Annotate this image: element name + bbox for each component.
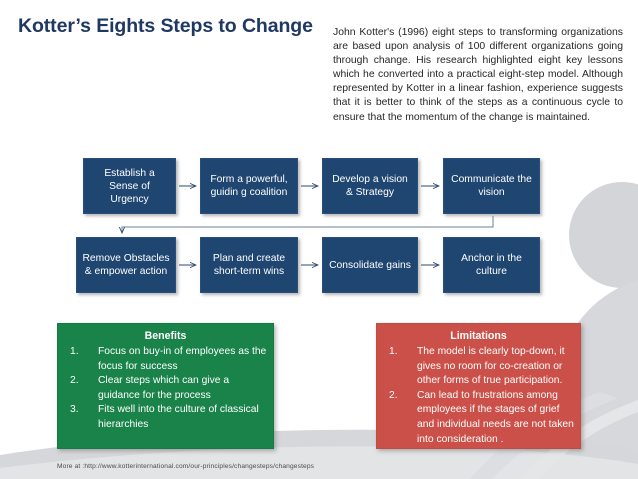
benefits-list-item: 2. Clear steps which can give a guidance…: [64, 374, 267, 403]
limitations-panel: Limitations 1. The model is clearly top-…: [376, 323, 581, 449]
benefits-item-number: 2.: [70, 375, 79, 387]
arrow-step4-step5-wrap: [122, 216, 494, 233]
benefits-item-number: 3.: [70, 404, 79, 416]
decor-circle: [569, 182, 638, 288]
process-step-8[interactable]: Anchor in the culture: [443, 237, 540, 293]
process-step-7[interactable]: Consolidate gains: [322, 237, 418, 293]
limitations-title: Limitations: [450, 330, 507, 342]
benefits-panel: Benefits 1. Focus on buy-in of employees…: [57, 323, 274, 449]
process-step-1[interactable]: Establish a Sense of Urgency: [83, 158, 176, 214]
benefits-item-number: 1.: [70, 346, 79, 357]
process-step-3[interactable]: Develop a vision & Strategy: [322, 158, 418, 214]
process-step-6[interactable]: Plan and create short-term wins: [200, 237, 298, 293]
limitations-list-item: 1. The model is clearly top-down, it giv…: [383, 345, 574, 389]
source-footer: More at :http://www.kotterinternational.…: [57, 463, 315, 470]
benefits-title: Benefits: [144, 330, 187, 342]
limitations-list-item: 2. Can lead to frustrations among employ…: [383, 389, 574, 447]
benefits-item-text: Clear steps which can give a guidance fo…: [98, 375, 230, 401]
limitations-item-text: Can lead to frustrations among employees…: [417, 389, 574, 445]
benefits-item-text: Focus on buy-in of employees as the focu…: [98, 346, 267, 372]
benefits-list-item: 1. Focus on buy-in of employees as the f…: [64, 345, 267, 374]
benefits-item-text: Fits well into the culture of classical …: [98, 404, 259, 430]
limitations-item-number: 2.: [389, 389, 398, 401]
limitations-item-text: The model is clearly top-down, it gives …: [417, 346, 565, 387]
limitations-item-number: 1.: [389, 346, 398, 357]
benefits-list: 1. Focus on buy-in of employees as the f…: [64, 345, 267, 433]
process-step-2[interactable]: Form a powerful, guidin g coalition: [200, 158, 298, 214]
process-step-4[interactable]: Communicate the vision: [443, 158, 540, 214]
page-title: Kotter’s Eights Steps to Change: [18, 15, 313, 37]
limitations-list: 1. The model is clearly top-down, it giv…: [383, 345, 574, 447]
process-step-5[interactable]: Remove Obstacles & empower action: [76, 237, 176, 293]
intro-paragraph: John Kotter's (1996) eight steps to tran…: [333, 27, 623, 123]
benefits-list-item: 3. Fits well into the culture of classic…: [64, 403, 267, 432]
